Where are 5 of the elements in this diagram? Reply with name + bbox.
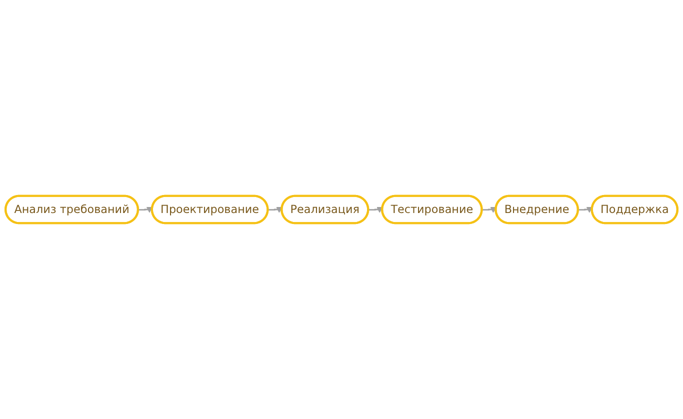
arrow	[578, 206, 592, 213]
arrow	[368, 206, 383, 213]
arrow	[138, 206, 153, 213]
arrow	[482, 206, 496, 213]
arrow	[268, 206, 282, 213]
